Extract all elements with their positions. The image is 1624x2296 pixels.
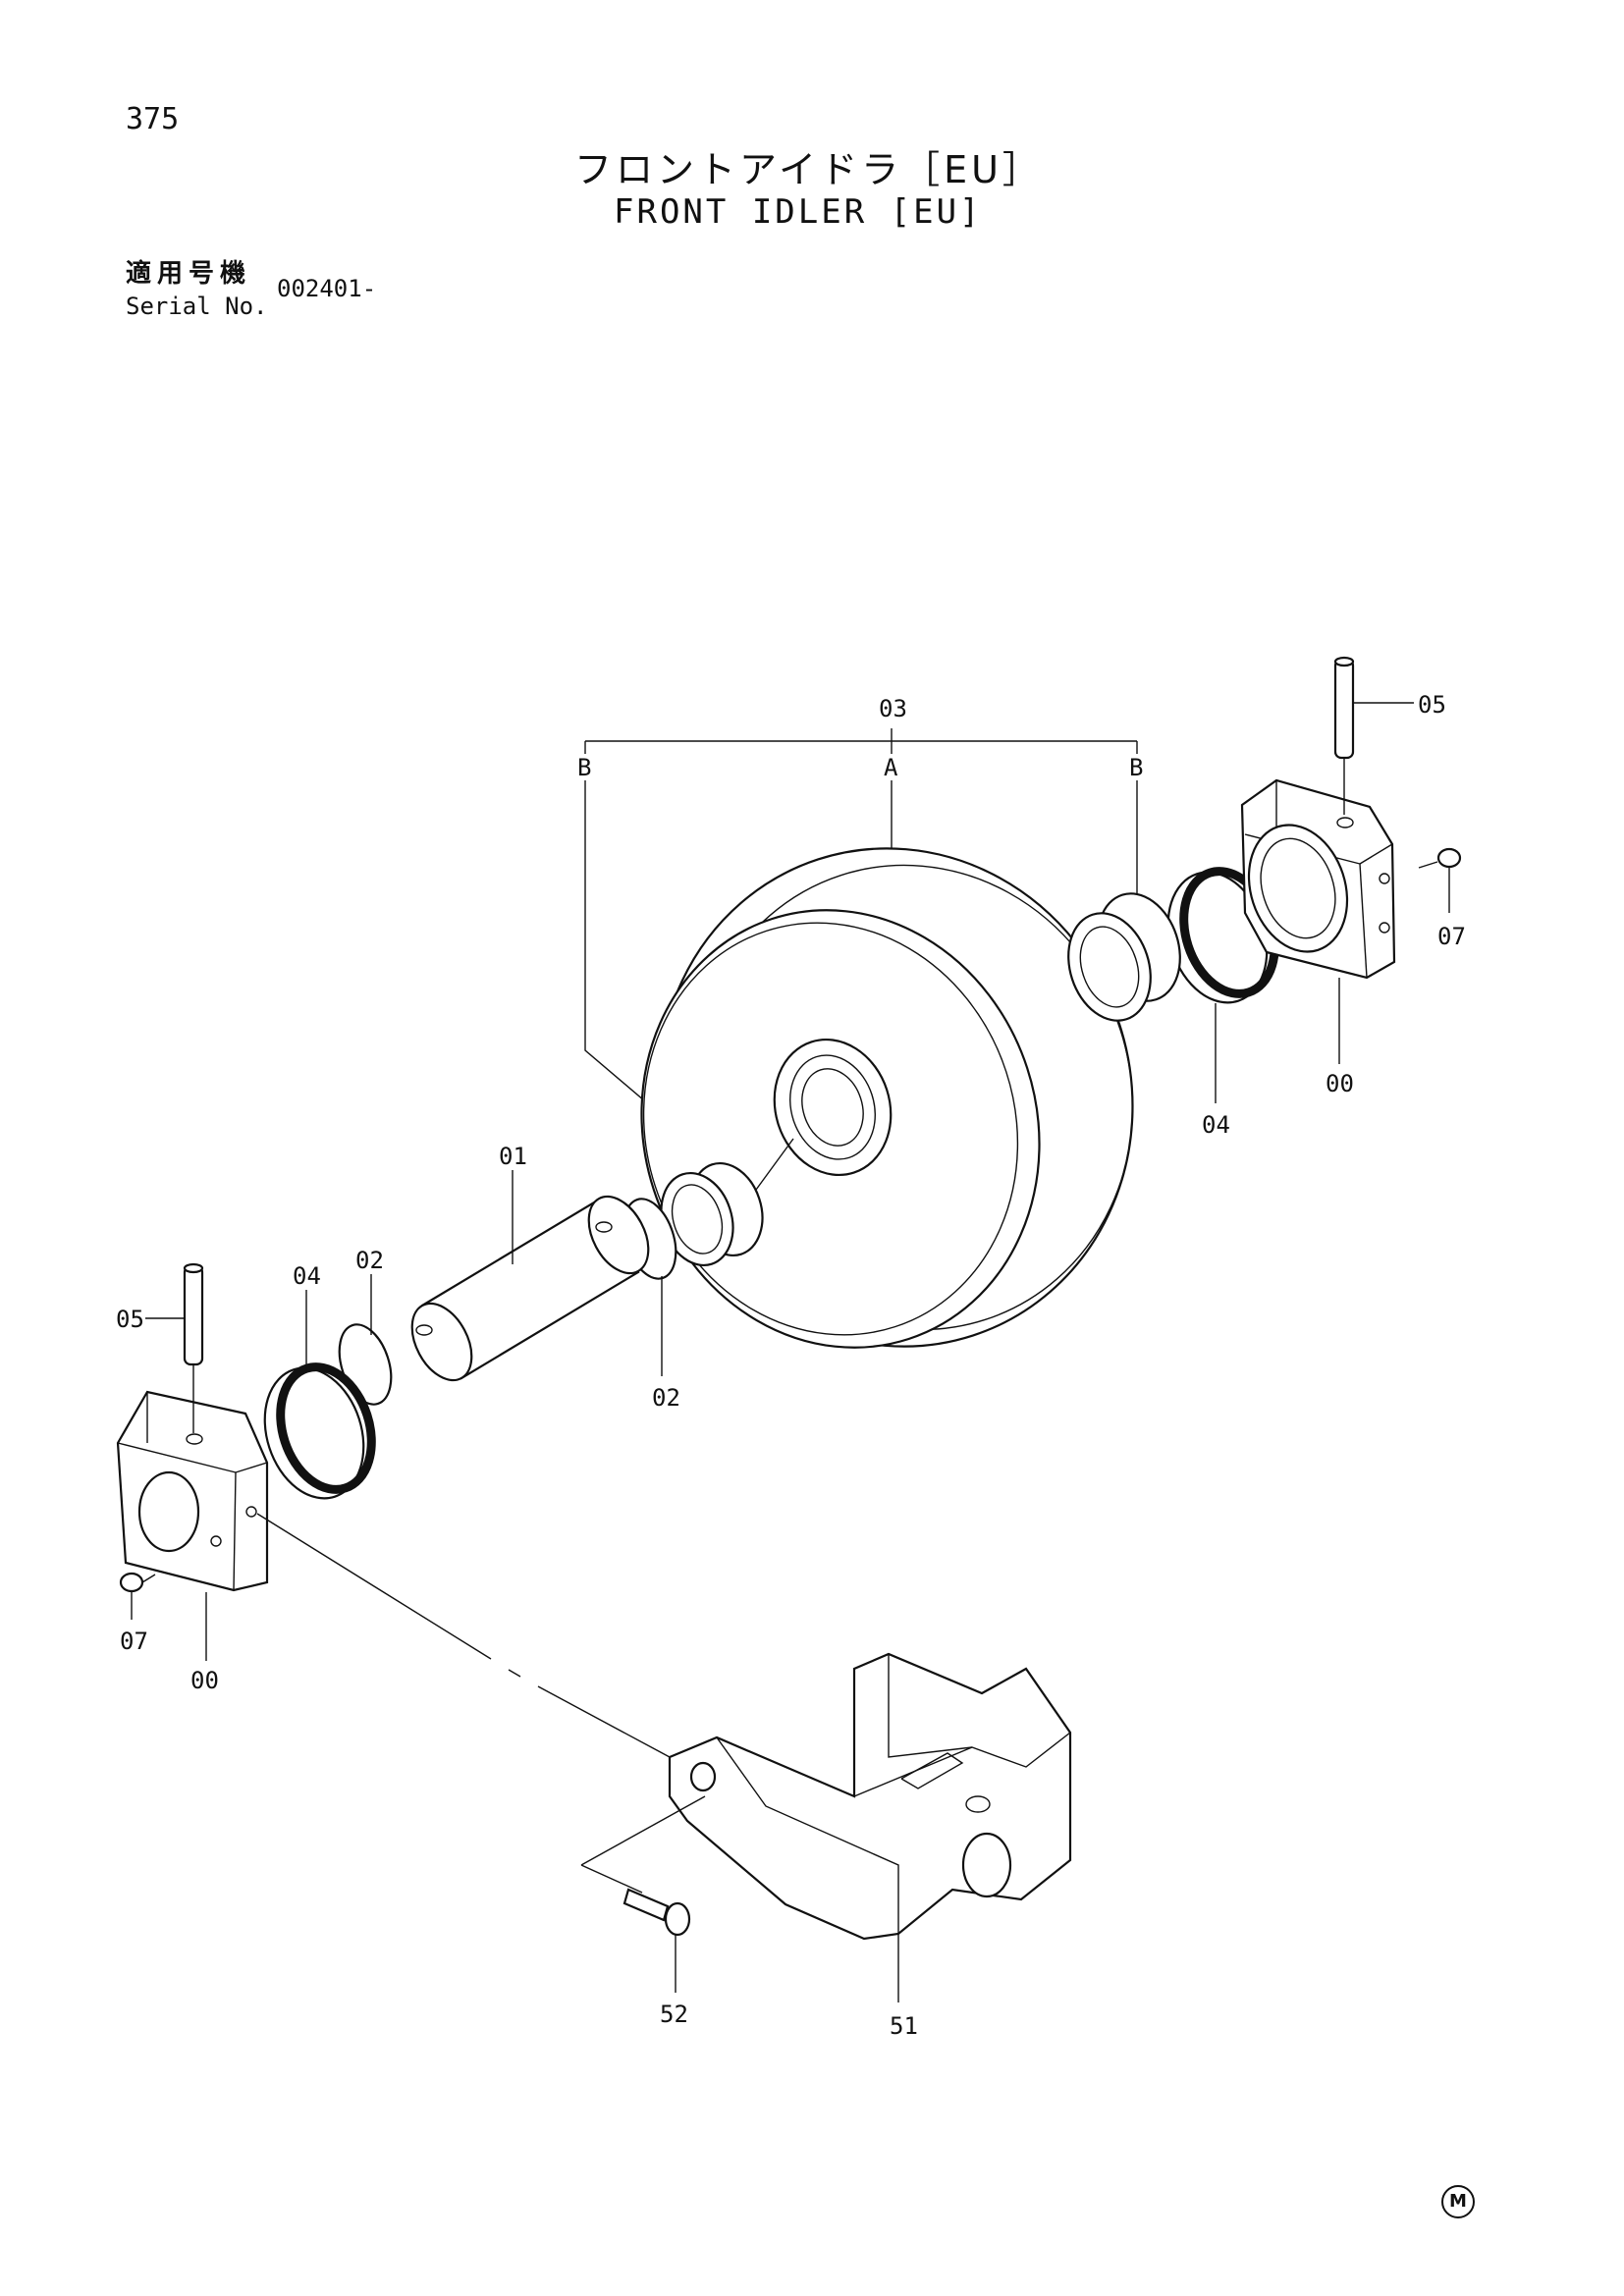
callout-b-left: B [577, 754, 591, 781]
title-english: FRONT IDLER [EU] [614, 192, 983, 232]
plugs [119, 847, 1462, 1620]
bracket-right [1240, 778, 1396, 980]
callout-51: 51 [890, 2012, 918, 2040]
callout-a: A [884, 754, 898, 781]
leader-lines [205, 978, 1340, 1661]
callout-05-left: 05 [116, 1306, 144, 1333]
callout-05-right: 05 [1418, 691, 1446, 719]
serial-value: 002401- [277, 275, 377, 302]
assembly-line [256, 1513, 671, 1758]
bracket-left [116, 1390, 269, 1592]
shaft [410, 1195, 650, 1382]
callout-03: 03 [879, 695, 907, 722]
serial-label-english: Serial No. [126, 293, 268, 320]
callout-07-right: 07 [1437, 923, 1466, 950]
callout-52: 52 [660, 2001, 688, 2028]
callout-02-right: 02 [652, 1384, 680, 1412]
callout-01: 01 [499, 1143, 527, 1170]
idler-wheel [640, 847, 1134, 1349]
title-japanese: フロントアイドラ［EU］ [574, 148, 1044, 191]
callout-00-right: 00 [1326, 1070, 1354, 1097]
m-mark: M [1441, 2185, 1475, 2218]
pins [145, 656, 1414, 1433]
serial-label-japanese: 適用号機 [126, 259, 252, 289]
callout-04-left: 04 [293, 1262, 321, 1290]
bushing-right [1067, 892, 1181, 1022]
callout-b-right: B [1129, 754, 1143, 781]
callout-07-left: 07 [120, 1628, 148, 1655]
yoke [668, 1652, 1072, 2002]
bushing-left [660, 1138, 794, 1267]
callout-04-right: 04 [1202, 1111, 1230, 1139]
callout-02-left: 02 [355, 1247, 384, 1274]
page-number: 375 [126, 102, 180, 136]
callout-00-left: 00 [190, 1667, 219, 1694]
bolt [580, 1795, 706, 1993]
